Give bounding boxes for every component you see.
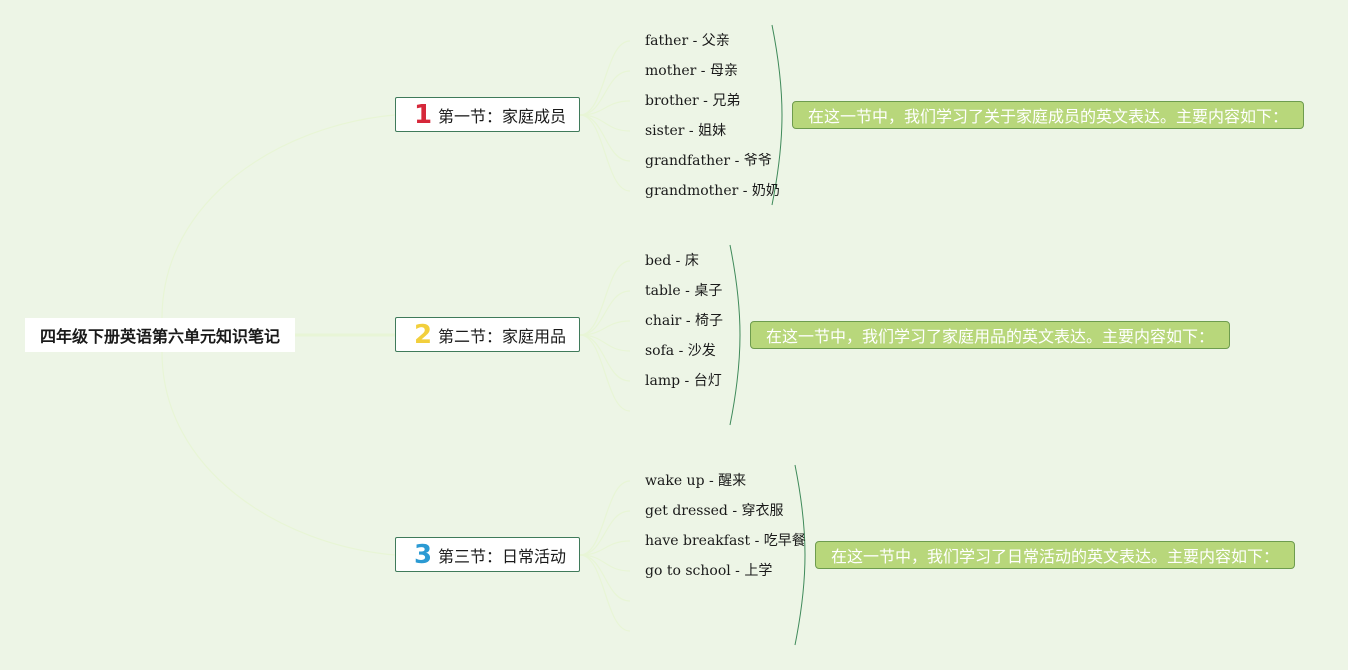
number-2-icon: 2 — [413, 319, 433, 350]
summary-text: 在这一节中，我们学习了家庭用品的英文表达。主要内容如下： — [766, 327, 1215, 346]
list-item[interactable]: grandfather - 爷爷 — [645, 153, 772, 169]
summary-brace — [771, 24, 783, 206]
list-item[interactable]: mother - 母亲 — [645, 63, 738, 79]
summary-note[interactable]: 在这一节中，我们学习了日常活动的英文表达。主要内容如下： — [815, 541, 1295, 569]
summary-text: 在这一节中，我们学习了关于家庭成员的英文表达。主要内容如下： — [808, 107, 1289, 126]
item-branch-line — [579, 334, 631, 382]
list-item[interactable]: chair - 椅子 — [645, 313, 724, 329]
item-branch-line — [579, 40, 631, 116]
item-branch-line — [579, 70, 631, 116]
root-title: 四年级下册英语第六单元知识笔记 — [39, 327, 280, 346]
summary-note[interactable]: 在这一节中，我们学习了家庭用品的英文表达。主要内容如下： — [750, 321, 1230, 349]
list-item[interactable]: go to school - 上学 — [645, 563, 773, 579]
list-item[interactable]: get dressed - 穿衣服 — [645, 503, 784, 519]
item-branch-line — [579, 334, 631, 352]
summary-note[interactable]: 在这一节中，我们学习了关于家庭成员的英文表达。主要内容如下： — [792, 101, 1304, 129]
item-branch-line — [579, 320, 631, 336]
item-branch-line — [579, 260, 631, 336]
item-branch-line — [579, 540, 631, 556]
list-item[interactable]: sofa - 沙发 — [645, 343, 716, 359]
list-item[interactable]: sister - 姐妹 — [645, 123, 727, 139]
item-branch-line — [579, 554, 631, 572]
list-item[interactable]: grandmother - 奶奶 — [645, 183, 780, 199]
list-item[interactable]: brother - 兄弟 — [645, 93, 741, 109]
item-branch-line — [579, 510, 631, 556]
item-branch-line — [579, 334, 631, 412]
list-item[interactable]: father - 父亲 — [645, 33, 730, 49]
section-title: 第二节：家庭用品 — [438, 326, 567, 346]
summary-text: 在这一节中，我们学习了日常活动的英文表达。主要内容如下： — [831, 547, 1280, 566]
item-branch-line — [579, 290, 631, 336]
item-branch-line — [579, 114, 631, 132]
item-branch-line — [579, 554, 631, 632]
list-item[interactable]: bed - 床 — [645, 253, 699, 269]
number-3-icon: 3 — [413, 539, 433, 570]
item-branch-line — [579, 114, 631, 192]
root-branch-line — [161, 114, 396, 319]
root-topic[interactable]: 四年级下册英语第六单元知识笔记 — [25, 318, 295, 352]
section-title: 第三节：日常活动 — [438, 546, 567, 566]
summary-brace — [729, 244, 741, 426]
number-1-icon: 1 — [413, 99, 433, 130]
item-branch-line — [579, 100, 631, 116]
item-branch-line — [579, 480, 631, 556]
list-item[interactable]: table - 桌子 — [645, 283, 723, 299]
section-title: 第一节：家庭成员 — [438, 106, 567, 126]
list-item[interactable]: wake up - 醒来 — [645, 473, 747, 489]
section-topic-family-members[interactable]: 1 第一节：家庭成员 — [395, 97, 580, 132]
list-item[interactable]: have breakfast - 吃早餐 — [645, 533, 806, 549]
summary-brace — [794, 464, 806, 646]
item-branch-line — [579, 554, 631, 602]
item-branch-line — [579, 114, 631, 162]
list-item[interactable]: lamp - 台灯 — [645, 373, 722, 389]
section-topic-daily-activities[interactable]: 3 第三节：日常活动 — [395, 537, 580, 572]
section-topic-household-items[interactable]: 2 第二节：家庭用品 — [395, 317, 580, 352]
root-branch-line — [161, 351, 396, 556]
